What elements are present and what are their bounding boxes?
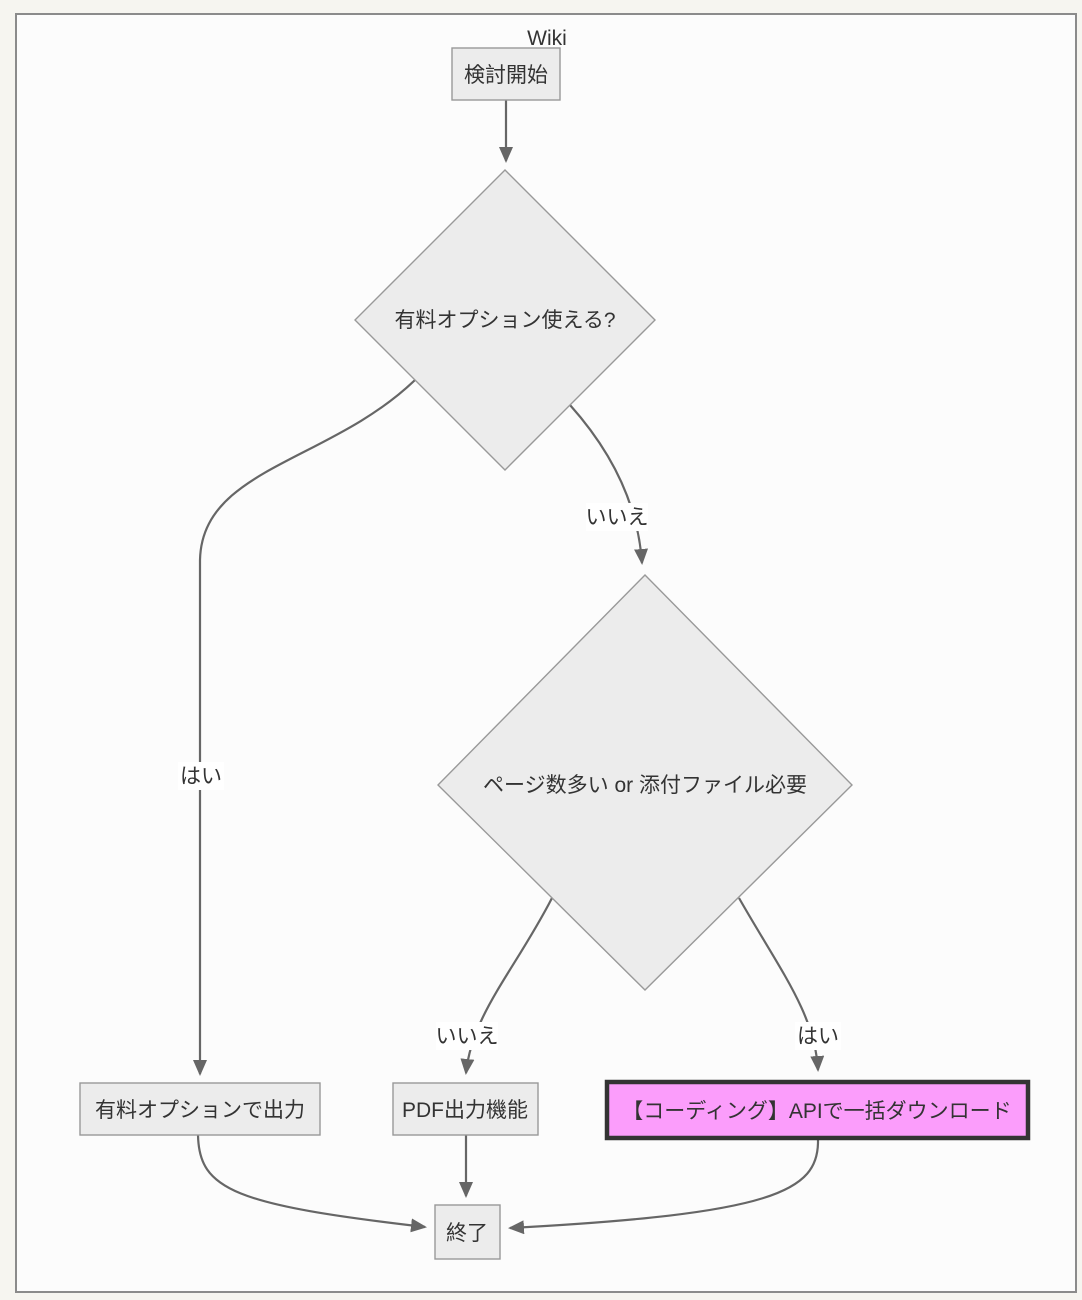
edge-label-yes2: はい: [797, 1025, 839, 1048]
node-start-shape: [451, 47, 561, 101]
edge-label-yes1-bg: [178, 762, 224, 790]
node-end-label: 終了: [446, 1222, 488, 1245]
edges: [193, 100, 825, 1235]
node-pdf-output-shape: [392, 1082, 539, 1136]
node-decision-volume: ページ数多い or 添付ファイル必要: [437, 574, 853, 991]
node-decision-paid-option-shape: [354, 169, 656, 471]
node-end-shape: [434, 1204, 501, 1260]
node-decision-volume-label: ページ数多い or 添付ファイル必要: [483, 774, 807, 797]
node-pdf-output: PDF出力機能: [392, 1082, 539, 1136]
edge-paid-to-end: [196, 1134, 427, 1233]
edge-label-yes1: はい: [180, 765, 222, 788]
diagram-title: Wiki: [527, 27, 567, 50]
edge-decision2-yes: [738, 897, 825, 1072]
node-decision-paid-option-label: 有料オプション使える?: [394, 309, 615, 332]
edge-api-to-end: [508, 1139, 820, 1235]
edge-label-yes2-bg: [795, 1022, 841, 1050]
edge-decision2-no: [460, 897, 553, 1075]
node-start: 検討開始: [451, 47, 561, 101]
edge-label-no1-bg: [586, 503, 648, 531]
edge-label-no1: いいえ: [586, 506, 649, 529]
node-end: 終了: [434, 1204, 501, 1260]
node-start-label: 検討開始: [464, 64, 548, 87]
edge-labels: いいえ はい いいえ はい: [178, 503, 841, 1050]
edge-label-no2: いいえ: [436, 1025, 499, 1048]
edge-decision1-yes: [193, 379, 416, 1076]
node-decision-volume-shape: [437, 574, 853, 991]
node-paid-output: 有料オプションで出力: [79, 1082, 321, 1136]
node-api-download-shape: [604, 1079, 1031, 1141]
edge-decision1-no: [569, 404, 649, 565]
edge-label-no2-bg: [436, 1022, 498, 1050]
node-paid-output-label: 有料オプションで出力: [95, 1099, 305, 1122]
node-api-download-label: 【コーディング】APIで一括ダウンロード: [622, 1100, 1011, 1123]
node-api-download: 【コーディング】APIで一括ダウンロード: [604, 1079, 1031, 1141]
node-decision-paid-option: 有料オプション使える?: [354, 169, 656, 471]
node-paid-output-shape: [79, 1082, 321, 1136]
node-pdf-output-label: PDF出力機能: [402, 1099, 528, 1122]
